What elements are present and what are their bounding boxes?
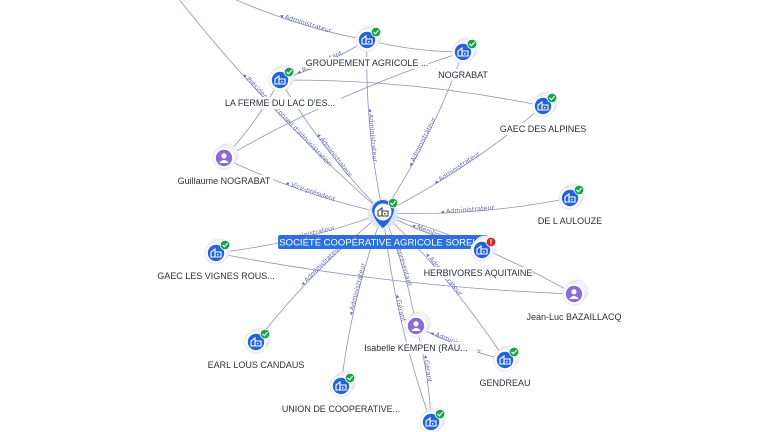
node-earl[interactable]: EARL LOUS CANDAUS	[208, 327, 305, 371]
verified-badge-icon	[283, 66, 295, 78]
node-ferme[interactable]: LA FERME DU LAC D'ES...	[218, 65, 342, 109]
node-vignes[interactable]: GAEC LES VIGNES ROUS...	[154, 238, 278, 282]
building-icon	[250, 336, 262, 347]
verified-badge-icon	[466, 38, 478, 50]
edge-center-topleft	[179, 0, 384, 214]
edge-groupement-topleft2	[235, 0, 368, 41]
verified-badge-icon	[344, 372, 356, 384]
building-icon	[361, 34, 373, 45]
node-herbivores[interactable]: HERBIVORES AQUITAINE	[424, 235, 533, 279]
node-nograbat[interactable]: NOGRABAT	[438, 37, 488, 81]
verified-badge-icon	[219, 239, 231, 251]
node-label: UNION DE COOPERATIVE...	[282, 404, 400, 414]
edge-label-center-bottom: ◂ Gérant	[393, 294, 407, 323]
node-isabelle[interactable]: Isabelle KEMPEN (RAU...	[354, 311, 478, 354]
edge-center-union	[340, 212, 384, 387]
edge-center-earl	[255, 212, 384, 343]
node-label: GENDREAU	[479, 378, 530, 388]
verified-badge-icon	[434, 408, 446, 420]
verified-badge-icon	[508, 346, 520, 358]
edge-center-guillaume	[223, 157, 384, 214]
edge-label-center-groupement: ◂ Administrateur	[366, 108, 379, 163]
edge-label-center-earl: ◂ Administrateur	[299, 244, 343, 288]
node-label: HERBIVORES AQUITAINE	[424, 268, 533, 278]
verified-badge-icon	[259, 328, 271, 340]
edge-groupement-nograbat	[366, 39, 464, 53]
edge-ferme-gaec_alpines	[279, 79, 544, 107]
edge-center-gendreau	[382, 212, 506, 361]
alert-badge-icon	[485, 236, 497, 248]
edge-label-center-nograbat: ◂ Administrateur	[406, 116, 437, 168]
node-gendreau[interactable]: GENDREAU	[479, 345, 531, 389]
node-bottom[interactable]	[419, 407, 446, 432]
building-icon	[499, 354, 511, 365]
node-center[interactable]: SOCIÉTÉ COOPÉRATIVE AGRICOLE SORELIS	[278, 197, 488, 249]
building-icon	[274, 74, 286, 85]
node-union[interactable]: UNION DE COOPERATIVE...	[279, 371, 403, 415]
node-label: GAEC LES VIGNES ROUS...	[157, 271, 275, 281]
edge-label-center-union: ◂ Administrateur	[347, 262, 367, 316]
person-icon	[411, 321, 421, 331]
building-icon	[537, 100, 549, 111]
verified-badge-icon	[546, 92, 558, 104]
verified-badge-icon	[573, 184, 585, 196]
edge-center-aulouze	[382, 197, 571, 215]
node-label: Isabelle KEMPEN (RAU...	[364, 343, 468, 353]
node-label: Jean-Luc BAZAILLACQ	[526, 312, 621, 322]
node-label: Guillaume NOGRABAT	[178, 176, 271, 186]
verified-badge-icon	[370, 26, 382, 38]
building-icon	[425, 416, 437, 427]
node-label: NOGRABAT	[438, 70, 488, 80]
edge-label-center-guillaume: ◂ Vice-président	[285, 179, 337, 204]
node-jeanluc[interactable]: Jean-Luc BAZAILLACQ	[522, 279, 626, 323]
edge-label-groupement-topleft2: ◂ Administrateur	[279, 11, 333, 35]
person-icon	[569, 289, 579, 299]
node-label: LA FERME DU LAC D'ES...	[225, 98, 335, 108]
person-icon	[219, 153, 229, 163]
node-layer: SOCIÉTÉ COOPÉRATIVE AGRICOLE SORELIS GROU…	[154, 25, 626, 432]
node-label: GROUPEMENT AGRICOLE ...	[306, 58, 429, 68]
edge-label-center-aulouze: ◂ Administrateur	[440, 204, 495, 216]
building-icon	[476, 244, 488, 255]
building-icon	[457, 46, 469, 57]
edge-center-gaec_alpines	[382, 105, 544, 214]
building-icon	[335, 380, 347, 391]
node-gaec_alpines[interactable]: GAEC DES ALPINES	[499, 91, 587, 135]
node-building-icon	[377, 206, 389, 217]
node-label: EARL LOUS CANDAUS	[208, 360, 305, 370]
node-label: GAEC DES ALPINES	[500, 124, 587, 134]
node-guillaume[interactable]: Guillaume NOGRABAT	[175, 143, 273, 187]
node-groupement[interactable]: GROUPEMENT AGRICOLE ...	[305, 25, 429, 69]
verified-badge-icon	[387, 197, 399, 209]
building-icon	[564, 192, 576, 203]
edge-label-isabelle-bottom: ◂ Gérant	[422, 354, 434, 383]
building-icon	[210, 247, 222, 258]
edge-label-center-gaec_alpines: ◂ Administrateur	[432, 149, 481, 186]
node-label: SOCIÉTÉ COOPÉRATIVE AGRICOLE SORELIS	[279, 238, 486, 249]
node-label: DE L AULOUZE	[538, 216, 602, 226]
node-aulouze[interactable]: DE L AULOUZE	[536, 183, 604, 227]
edge-vignes-jeanluc	[215, 252, 575, 295]
